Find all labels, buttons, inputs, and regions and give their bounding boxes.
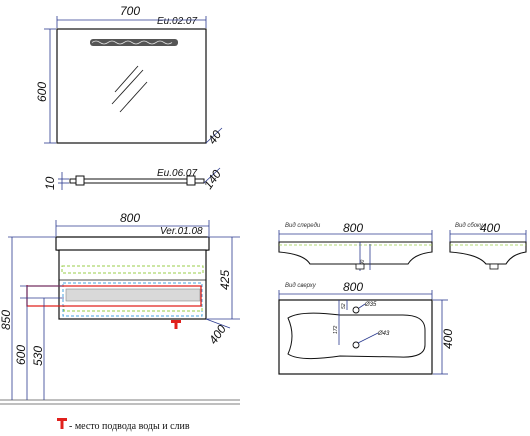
mirror-height: 600 <box>35 82 49 102</box>
faucet-hole <box>352 306 360 314</box>
drawer-fill <box>65 288 201 302</box>
basin-front-width: 800 <box>343 221 363 235</box>
mirror-lamp <box>90 39 178 46</box>
shelf-thickness: 10 <box>43 176 57 190</box>
height-total: 850 <box>0 310 13 330</box>
cabinet-width: 800 <box>120 211 140 225</box>
basin-top-width: 800 <box>343 280 363 294</box>
basin-drain <box>355 263 365 270</box>
shelf-depth: 140 <box>201 167 224 192</box>
mirror-reflection-line <box>114 65 139 93</box>
drawer-outline-upper <box>61 265 204 274</box>
mirror-code: Eu.02.07 <box>157 16 197 27</box>
cabinet-view: Ver.01.08 800 425 400 850 600 530 <box>0 211 240 405</box>
basin-front-body <box>278 241 433 265</box>
basin-top-view: Вид сверху 800 Ø35 Ø43 52 172 400 <box>278 280 455 375</box>
hole-43: Ø43 <box>377 331 390 337</box>
basin-side-drain <box>489 263 499 270</box>
basin-front-label: Вид спереди <box>285 223 321 229</box>
basin-top-bowl <box>287 312 426 360</box>
legend: - место подвода воды и слив <box>57 418 190 432</box>
drain-hole <box>352 341 360 349</box>
mirror-depth: 40 <box>205 127 224 146</box>
shelf-bracket <box>75 175 85 186</box>
cabinet-code: Ver.01.08 <box>160 226 203 237</box>
mirror-lamp-pattern <box>91 40 173 45</box>
height-600: 600 <box>14 345 28 365</box>
legend-text: - место подвода воды и слив <box>69 421 190 432</box>
basin-top-depth: 400 <box>441 329 455 349</box>
cabinet-body <box>58 249 207 320</box>
shelf-code: Eu.06.07 <box>157 168 197 179</box>
mirror-width: 700 <box>120 4 140 18</box>
dim-52: 52 <box>341 303 347 309</box>
drawer-green-band <box>63 305 203 312</box>
legend-marker <box>57 418 67 429</box>
height-530: 530 <box>31 346 45 366</box>
shelf-bracket <box>186 175 196 186</box>
basin-side-depth: 400 <box>480 221 500 235</box>
basin-side-label: Вид сбоку <box>455 223 484 229</box>
mirror-reflection-line <box>119 81 148 113</box>
shelf-view: Eu.06.07 10 140 <box>43 167 224 192</box>
basin-side-view: Вид сбоку 400 <box>449 221 527 270</box>
mirror-reflection-line <box>111 69 144 105</box>
dim-172: 172 <box>333 325 339 334</box>
shelf-body <box>69 178 205 184</box>
basin-side-body <box>449 241 527 265</box>
basin-top-label: Вид сверху <box>285 283 317 289</box>
cabinet-depth: 400 <box>206 322 229 347</box>
hole-35: Ø35 <box>364 302 377 308</box>
basin-front-view: Вид спереди 800 100 <box>278 221 433 271</box>
cabinet-height: 425 <box>218 270 232 290</box>
water-supply-marker <box>171 320 181 329</box>
mirror-body <box>56 28 207 144</box>
drawer-outline-lower <box>62 282 203 317</box>
mirror-view: Eu.02.07 700 600 40 <box>35 4 224 147</box>
